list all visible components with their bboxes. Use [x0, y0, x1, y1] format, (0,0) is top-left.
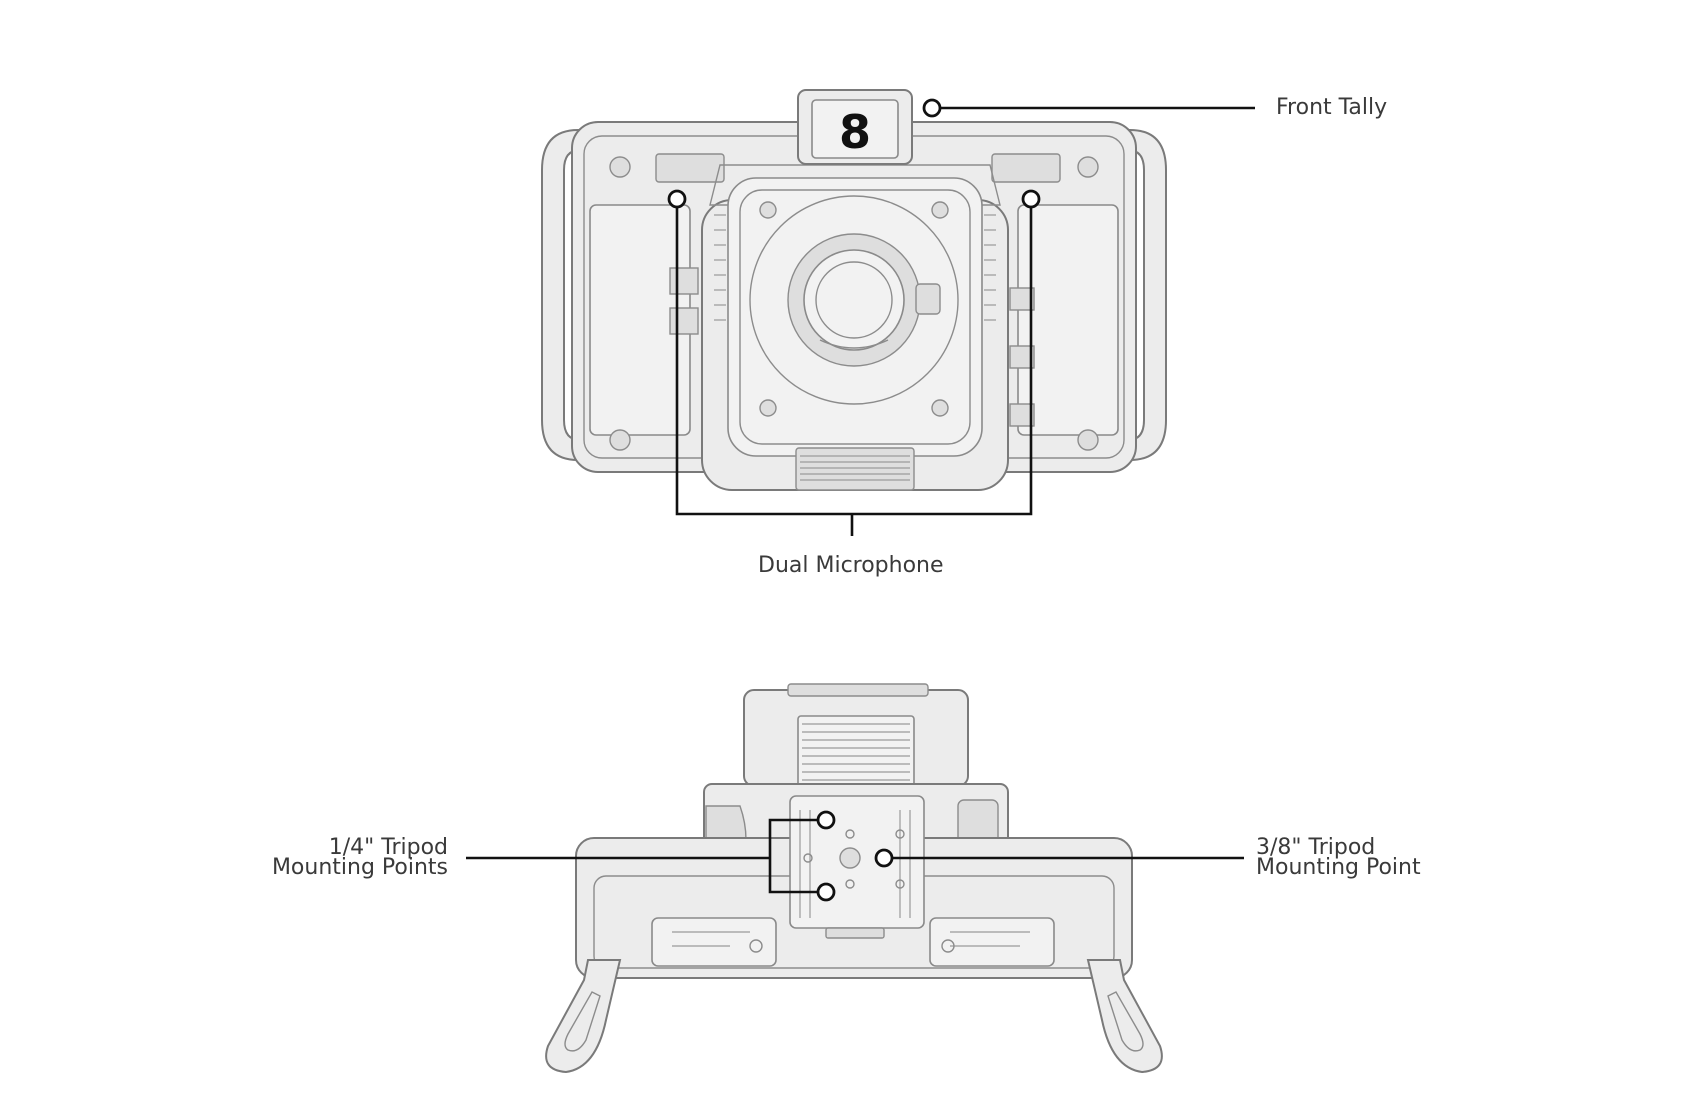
plate-small-hole-2	[845, 829, 855, 839]
lens-release-button	[915, 283, 941, 315]
quarter-tripod-label: 1/4" Tripod Mounting Points	[268, 835, 448, 880]
three-eighths-tripod-label: 3/8" Tripod Mounting Point	[1256, 835, 1421, 880]
tally-window	[811, 99, 899, 159]
front-bottom-vent	[795, 447, 915, 491]
lens-mount-inner-ring	[815, 261, 893, 339]
plate-small-hole-3	[845, 879, 855, 889]
right-connector-lower	[1009, 403, 1035, 427]
lens-contact-strip	[819, 339, 889, 349]
screw-top-right	[1077, 156, 1099, 178]
callout-front-tally	[922, 98, 1255, 118]
lens-mount-outer-ring	[749, 195, 959, 405]
screw-bottom-left	[609, 429, 631, 451]
bottom-view-left-label-plate	[651, 917, 777, 967]
screw-top-left	[609, 156, 631, 178]
left-microphone-port	[655, 153, 725, 183]
right-microphone-callout-dot	[1021, 189, 1041, 209]
front-tally-label: Front Tally	[1276, 95, 1388, 120]
left-connector-lower	[669, 307, 699, 335]
left-connector-upper	[669, 267, 699, 295]
right-ribs	[984, 214, 996, 321]
lens-mount-throat	[803, 249, 905, 351]
three-eighths-tripod-label-line-2: Mounting Point	[1256, 855, 1421, 880]
plate-small-hole-5	[895, 879, 905, 889]
left-leg	[545, 959, 622, 1074]
quarter-tripod-label-line-1: 1/4" Tripod	[328, 835, 448, 860]
right-microphone-port	[991, 153, 1061, 183]
front-tally-callout-dot	[922, 98, 942, 118]
mounting-plate-texture	[799, 810, 911, 918]
left-leg-cutout	[564, 991, 601, 1052]
quarter-tripod-upper-dot	[816, 810, 836, 830]
camera-bottom-view	[545, 683, 1163, 1074]
bottom-view-lens-lip	[787, 683, 929, 697]
lens-screw-top-right	[931, 201, 949, 219]
callout-three-eighths-tripod	[874, 848, 1244, 868]
lens-screw-top-left	[759, 201, 777, 219]
right-grille-panel	[1017, 204, 1119, 436]
plate-bottom-tab	[825, 927, 885, 939]
lens-screw-bottom-left	[759, 399, 777, 417]
three-eighths-tripod-dot	[874, 848, 894, 868]
screw-bottom-right	[1077, 429, 1099, 451]
right-connector-middle	[1009, 345, 1035, 369]
three-eighths-tripod-label-line-1: 3/8" Tripod	[1256, 835, 1376, 860]
callout-quarter-tripod	[466, 810, 836, 902]
right-connector-upper	[1009, 287, 1035, 311]
bottom-view-vent	[797, 715, 915, 789]
right-leg	[1086, 959, 1163, 1074]
right-leg-cutout	[1107, 991, 1144, 1052]
lens-housing-bezel	[739, 189, 971, 445]
quarter-tripod-lower-dot	[816, 882, 836, 902]
plate-center-hole	[839, 847, 861, 869]
plate-small-hole-4	[895, 829, 905, 839]
left-label-hole	[749, 939, 763, 953]
bottom-view-right-label-plate	[929, 917, 1055, 967]
bottom-view-vent-lines	[802, 723, 910, 781]
plate-small-hole-1	[803, 853, 813, 863]
quarter-tripod-label-line-2: Mounting Points	[271, 855, 448, 880]
tally-number: 8	[839, 105, 871, 159]
front-bottom-vent-lines	[800, 455, 910, 481]
dual-microphone-label: Dual Microphone	[758, 553, 944, 578]
camera-front-view: 8	[541, 89, 1167, 491]
left-microphone-callout-dot	[667, 189, 687, 209]
lens-screw-bottom-right	[931, 399, 949, 417]
right-label-hole	[941, 939, 955, 953]
left-ribs	[714, 214, 726, 321]
callout-dual-microphone	[667, 189, 1041, 536]
